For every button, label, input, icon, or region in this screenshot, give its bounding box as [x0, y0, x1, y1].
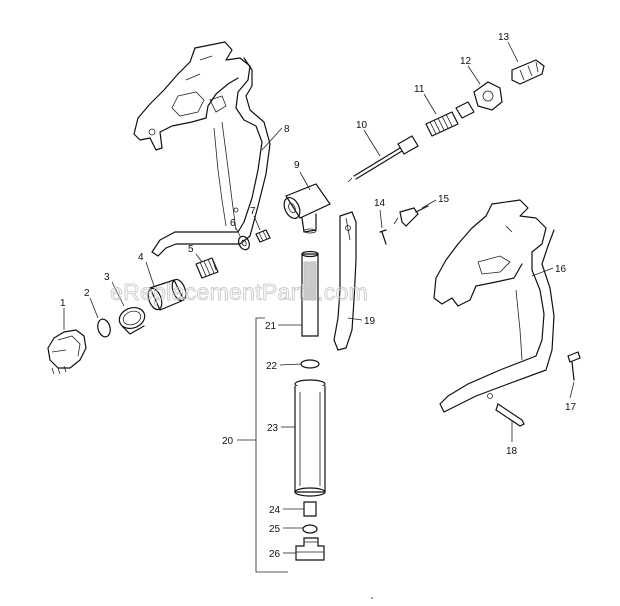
part-5-spring — [195, 257, 219, 279]
callout-25: 25 — [269, 524, 281, 535]
callout-3: 3 — [104, 272, 110, 283]
part-7-small-spring — [255, 229, 271, 243]
callout-labels: 1 2 3 4 5 6 7 8 9 10 11 12 13 14 15 16 1… — [60, 32, 577, 560]
callout-21: 21 — [265, 321, 277, 332]
part-11-packing-spring — [425, 101, 475, 137]
callout-12: 12 — [460, 56, 472, 67]
watermark-text: eReplacementParts.com — [110, 279, 368, 305]
part-14-pin — [379, 229, 387, 245]
part-9-filter-housing — [283, 183, 331, 234]
part-8-gun-body — [133, 41, 271, 257]
part-3-retaining-ring — [118, 307, 146, 335]
dot-mark — [371, 597, 373, 599]
callout-10: 10 — [356, 120, 368, 131]
callout-2: 2 — [84, 288, 90, 299]
part-2-gasket — [97, 318, 111, 338]
part-4-fluid-tube — [147, 278, 187, 311]
leader-lines — [63, 41, 575, 554]
callout-19: 19 — [364, 316, 376, 327]
callout-14: 14 — [374, 198, 386, 209]
callout-13: 13 — [498, 32, 510, 43]
callout-9: 9 — [294, 160, 300, 171]
part-10-needle — [347, 135, 419, 183]
callout-22: 22 — [266, 361, 278, 372]
callout-18: 18 — [506, 446, 518, 457]
part-24-check-valve — [303, 501, 317, 517]
part-18-pivot-pin — [495, 403, 525, 427]
part-6-bushing — [237, 235, 251, 251]
callout-6: 6 — [230, 218, 236, 229]
assembly-20-bracket — [255, 317, 288, 573]
part-17-screw — [567, 351, 581, 381]
callout-11: 11 — [414, 84, 425, 95]
part-15-wing-nut — [393, 205, 429, 227]
part-22-o-ring — [300, 359, 320, 369]
callout-17: 17 — [565, 402, 577, 413]
part-16-handle-frame — [433, 199, 555, 413]
callout-7: 7 — [250, 206, 256, 217]
callout-20: 20 — [222, 436, 234, 447]
callout-26: 26 — [269, 549, 281, 560]
callout-16: 16 — [555, 264, 567, 275]
callout-5: 5 — [188, 244, 194, 255]
part-12-nut — [473, 81, 503, 111]
part-13-cap — [511, 59, 545, 85]
callout-1: 1 — [60, 298, 66, 309]
part-26-inlet-fitting — [295, 537, 325, 561]
part-1-nozzle-tip — [47, 329, 87, 375]
part-23-filter-bowl — [294, 379, 326, 497]
callout-23: 23 — [267, 423, 279, 434]
callout-8: 8 — [284, 124, 290, 135]
callout-24: 24 — [269, 505, 281, 516]
part-19-trigger — [333, 211, 357, 351]
callout-4: 4 — [138, 252, 144, 263]
callout-15: 15 — [438, 194, 450, 205]
part-21-filter — [301, 250, 319, 337]
part-25-seal-ring — [302, 524, 318, 534]
